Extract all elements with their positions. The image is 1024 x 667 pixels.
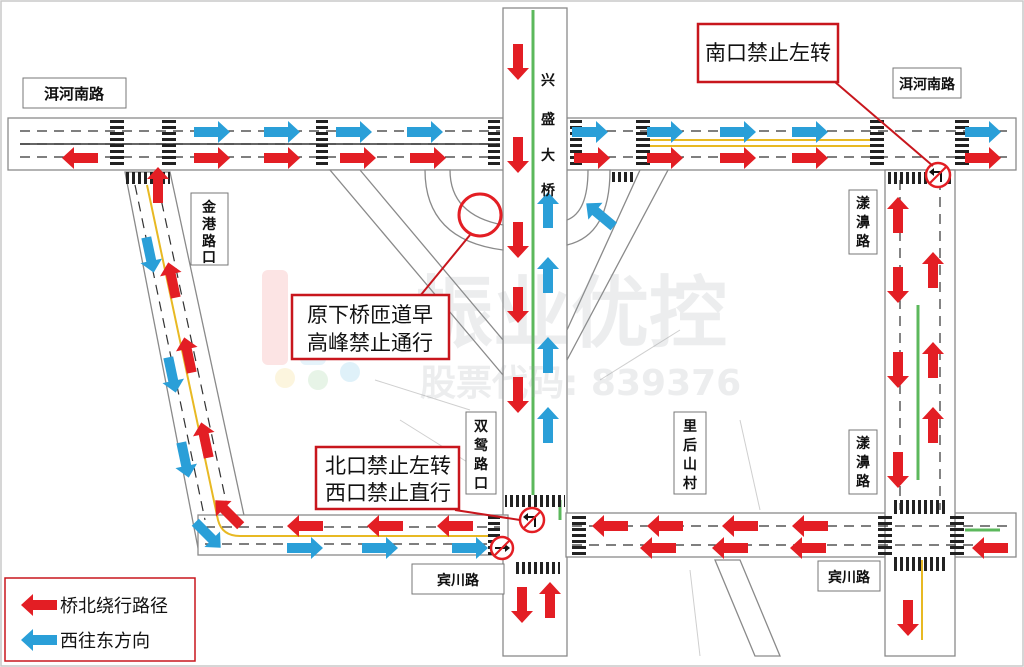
- callout-ramp-line2: 高峰禁止通行: [307, 331, 433, 355]
- road-label-lihoushan-2: 后: [683, 437, 697, 454]
- road-label-yangbi-upper-1: 漾: [856, 195, 871, 212]
- legend-blue-label: 西往东方向: [60, 631, 150, 652]
- callouts: 南口禁止左转 原下桥匝道早 高峰禁止通行 北口禁止左转 西口禁止直行: [290, 22, 840, 511]
- callout-north-line1: 北口禁止左转: [325, 454, 451, 478]
- road-label-lihoushan-1: 里: [683, 419, 697, 435]
- watermark-brand: 振业优控: [415, 269, 727, 359]
- road-label-lihoushan-4: 村: [683, 475, 697, 492]
- yellow-centerlines: [146, 139, 923, 640]
- road-label-xingsheng-4: 桥: [541, 182, 556, 199]
- road-label-jingang-1: 金: [201, 199, 217, 216]
- road-label-shuangyuan-2: 鸳: [474, 437, 488, 454]
- road-label-xingsheng-3: 大: [541, 147, 555, 164]
- road-label-erhe-east: 洱河南路: [899, 76, 956, 93]
- road-label-yangbi-lower-3: 路: [856, 473, 871, 490]
- ramp-closure-ring: [457, 192, 503, 238]
- no-left-turn-sign-south: [924, 161, 952, 189]
- road-label-shuangyuan-1: 双: [474, 419, 488, 435]
- road-label-yangbi-upper-3: 路: [856, 233, 871, 250]
- ramp-loop-west: [424, 169, 504, 251]
- no-straight-sign-west: [489, 535, 515, 561]
- background-streets: [374, 329, 761, 657]
- green-medians: [531, 10, 1000, 532]
- road-label-lihoushan-3: 山: [683, 457, 697, 473]
- callout-north-line2: 西口禁止直行: [325, 481, 451, 505]
- road-label-erhe-west: 洱河南路: [44, 85, 105, 103]
- road-label-xingsheng-2: 盛: [541, 111, 555, 128]
- road-label-xingsheng-1: 兴: [541, 72, 555, 89]
- legend: 桥北绕行路径 西往东方向: [4, 577, 196, 662]
- road-label-binchuan-west: 宾川路: [437, 572, 480, 589]
- road-label-jingang-3: 路: [202, 233, 217, 250]
- road-label-yangbi-lower-1: 漾: [856, 435, 871, 452]
- road-label-yangbi-upper-2: 濞: [856, 214, 870, 231]
- road-labels: 洱河南路 洱河南路 兴 盛 大 桥 金 港 路 口 双 鸳 路 口 里 后 山 …: [22, 67, 962, 595]
- callout-ramp-line1: 原下桥匝道早: [307, 303, 433, 327]
- callout-leaders: [419, 81, 934, 521]
- callout-south-no-left: 南口禁止左转: [705, 41, 831, 65]
- road-label-jingang-4: 口: [202, 250, 216, 266]
- road-label-jingang-2: 港: [202, 216, 217, 233]
- road-label-yangbi-lower-2: 濞: [856, 454, 870, 471]
- road-label-shuangyuan-4: 口: [474, 476, 488, 492]
- no-left-turn-sign-north: [518, 506, 546, 534]
- watermark: 振业优控 股票代码: 839376: [262, 269, 741, 404]
- watermark-stock: 股票代码: 839376: [420, 363, 741, 404]
- legend-red-label: 桥北绕行路径: [60, 596, 168, 617]
- road-label-shuangyuan-3: 路: [474, 456, 489, 473]
- road-label-binchuan-east: 宾川路: [828, 569, 871, 586]
